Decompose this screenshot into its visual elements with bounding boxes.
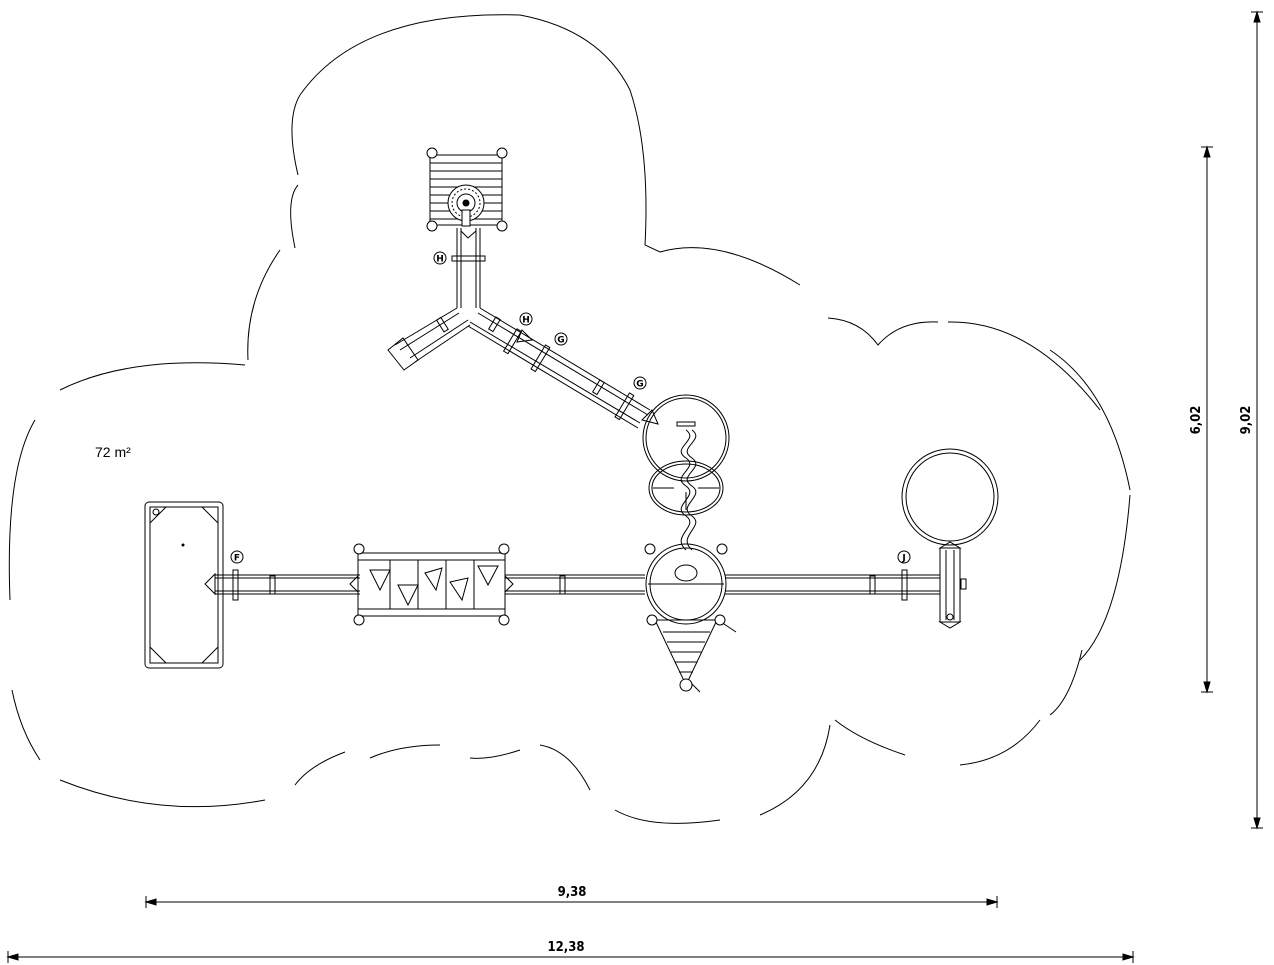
area-label: 72 m² <box>95 444 131 460</box>
marker-f: F <box>230 550 244 564</box>
marker-h-branch-label: H <box>522 316 530 326</box>
marker-g-first: G <box>554 332 568 346</box>
post <box>646 614 658 626</box>
marker-j: J <box>897 550 911 564</box>
dimension-inner-width-label: 9,38 <box>558 885 587 900</box>
dimension-outer-width <box>6 951 1135 963</box>
dimension-inner-width <box>144 896 999 908</box>
post <box>498 614 510 626</box>
dimension-inner-height-label: 6,02 <box>1189 406 1204 435</box>
upper-deck <box>429 154 503 227</box>
post <box>644 543 656 555</box>
post <box>716 543 728 555</box>
post <box>498 543 510 555</box>
marker-h-branch: H <box>519 312 533 326</box>
post <box>496 147 508 159</box>
marker-j-label: J <box>901 554 905 564</box>
post <box>353 543 365 555</box>
sand-panel <box>144 501 224 669</box>
post <box>426 220 438 232</box>
post <box>353 614 365 626</box>
marker-g-first-label: G <box>557 336 564 346</box>
marker-f-label: F <box>234 554 240 564</box>
dimension-outer-height <box>1251 10 1263 830</box>
marker-h-upper-label: H <box>436 255 444 265</box>
marker-g-second: G <box>633 376 647 390</box>
y-tunnel <box>387 228 659 429</box>
dimension-outer-width-label: 12,38 <box>548 940 585 955</box>
right-ring-tower <box>901 448 999 629</box>
climbing-bridge <box>349 552 514 617</box>
post <box>426 147 438 159</box>
safety-zone-outline <box>8 14 1131 824</box>
main-horizontal-walkway <box>204 569 940 601</box>
dimension-inner-height <box>1201 145 1213 694</box>
marker-h-upper: H <box>433 251 447 265</box>
post <box>714 614 726 626</box>
post <box>679 678 693 692</box>
spiral-climber <box>642 394 730 551</box>
marker-g-second-label: G <box>636 380 643 390</box>
dimension-outer-height-label: 9,02 <box>1239 406 1254 435</box>
post <box>496 220 508 232</box>
